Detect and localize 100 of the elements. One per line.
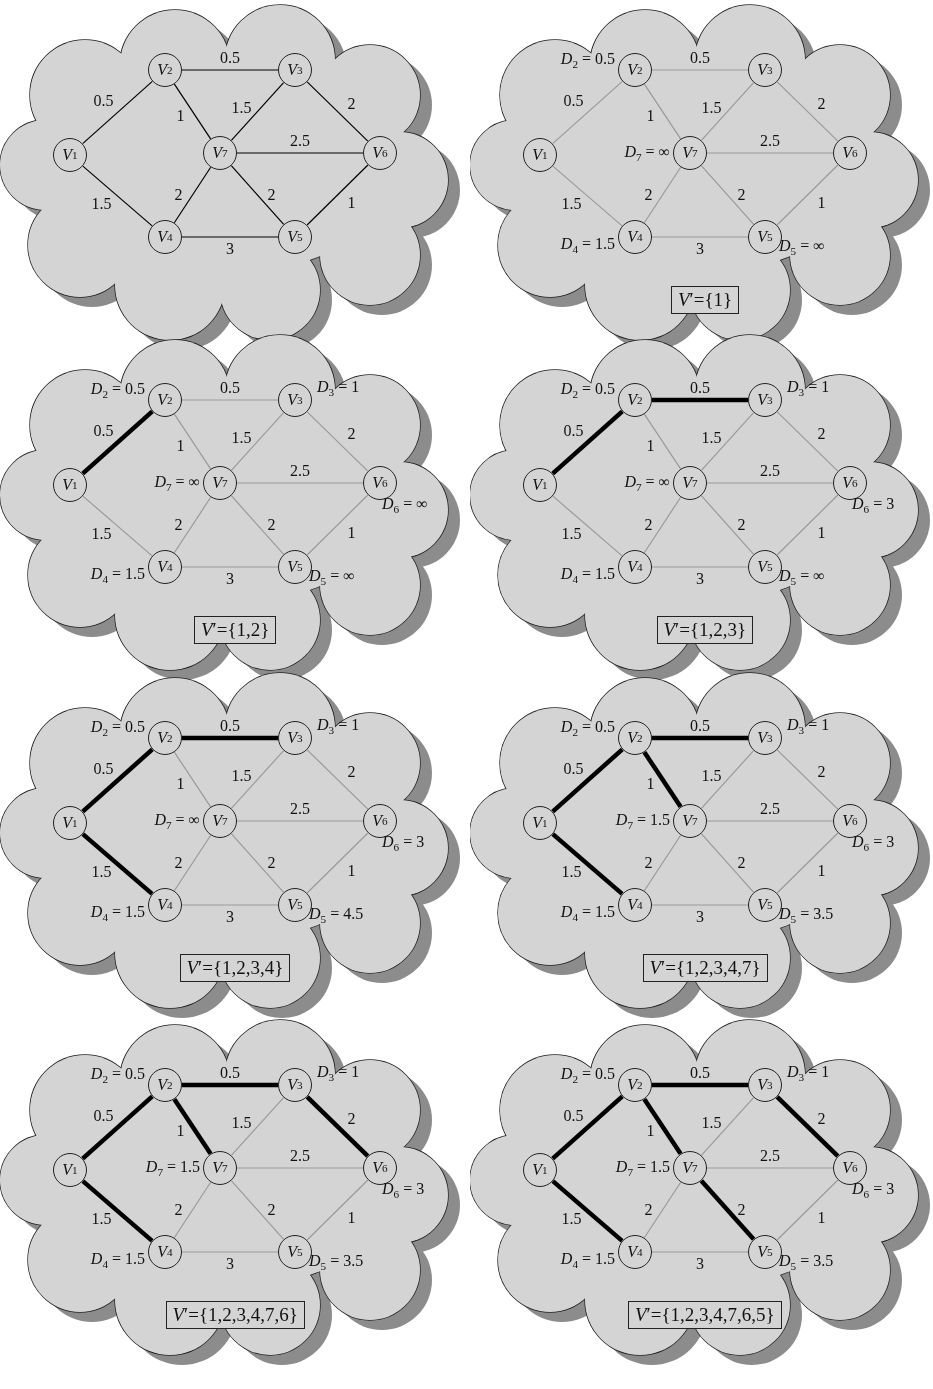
weight-label: 3 xyxy=(696,908,704,926)
edge-line xyxy=(642,1097,683,1156)
distance-label: D$_{7}$ = 1.5 xyxy=(145,1157,200,1179)
weight-label: 1 xyxy=(176,436,185,455)
edge-line xyxy=(81,1179,154,1243)
weight-label: 2.5 xyxy=(760,462,780,480)
edge-line xyxy=(182,1082,278,1088)
distance-label: D$_{7}$ = ∞ xyxy=(154,472,200,494)
distance-label: D$_{5}$ = 3.5 xyxy=(779,904,834,926)
distance-label: D$_{3}$ = 1 xyxy=(787,715,830,737)
weight-label: 1.5 xyxy=(561,195,582,213)
distance-label: D$_{5}$ = ∞ xyxy=(779,566,825,588)
weight-label: 0.5 xyxy=(563,91,584,110)
edge-line xyxy=(551,1179,624,1243)
weight-label: 2 xyxy=(644,1201,653,1219)
edge-line xyxy=(173,413,212,470)
edge-line xyxy=(306,81,369,142)
edge-line xyxy=(643,1181,682,1239)
weight-label: 1 xyxy=(646,436,655,455)
edge-line xyxy=(776,1179,839,1241)
weight-label: 0.5 xyxy=(93,1106,114,1125)
weight-label: 1.5 xyxy=(561,863,582,881)
weight-label: 3 xyxy=(696,570,704,588)
weight-label: 2 xyxy=(347,424,356,443)
edge-line xyxy=(652,397,748,403)
weight-label: 0.5 xyxy=(563,421,584,440)
set-label-box: V′={1,2,3,4,7} xyxy=(642,954,768,982)
weight-label: 0.5 xyxy=(93,421,114,440)
weight-label: 2.5 xyxy=(760,800,780,818)
weight-label: 1.5 xyxy=(231,766,252,785)
edge-line xyxy=(81,832,154,896)
weight-label: 0.5 xyxy=(690,1064,710,1082)
weight-label: 1.5 xyxy=(91,195,112,213)
edge-line xyxy=(230,833,285,893)
distance-label: D$_{3}$ = 1 xyxy=(317,377,360,399)
weight-label: 1.5 xyxy=(91,525,112,543)
weight-label: 0.5 xyxy=(220,1064,240,1082)
edge-line xyxy=(172,1097,213,1156)
edge-line xyxy=(306,749,369,810)
weight-label: 2 xyxy=(267,1201,276,1219)
weight-label: 2 xyxy=(737,186,746,204)
weight-label: 2 xyxy=(174,854,183,872)
edge-line xyxy=(700,1097,755,1156)
edge-line xyxy=(230,750,285,809)
weight-label: 2 xyxy=(174,1201,183,1219)
edge-line xyxy=(306,1179,369,1241)
edge-line xyxy=(776,494,839,556)
edge-line xyxy=(700,750,755,809)
edge-line xyxy=(700,82,755,141)
edge-line xyxy=(305,1095,370,1158)
weight-label: 2 xyxy=(817,94,826,113)
distance-label: D$_{5}$ = ∞ xyxy=(779,236,825,258)
weight-label: 2 xyxy=(737,854,746,872)
edge-line xyxy=(306,411,369,472)
distance-label: D$_{2}$ = 0.5 xyxy=(560,379,615,401)
distance-label: D$_{2}$ = 0.5 xyxy=(560,1064,615,1086)
weight-label: 0.5 xyxy=(93,91,114,110)
distance-label: D$_{4}$ = 1.5 xyxy=(90,902,145,924)
weight-label: 3 xyxy=(696,1255,704,1273)
edge-line xyxy=(643,166,682,224)
weight-label: 2.5 xyxy=(760,1147,780,1165)
distance-label: D$_{5}$ = 4.5 xyxy=(309,904,364,926)
weight-label: 1.5 xyxy=(231,1113,252,1132)
weight-label: 2.5 xyxy=(290,132,310,150)
edge-line xyxy=(700,495,755,555)
weight-label: 2 xyxy=(347,762,356,781)
weight-label: 2.5 xyxy=(290,800,310,818)
weight-label: 1.5 xyxy=(701,1113,722,1132)
edge-line xyxy=(643,83,682,140)
weight-label: 2 xyxy=(644,186,653,204)
distance-label: D$_{7}$ = ∞ xyxy=(624,472,670,494)
weight-label: 1 xyxy=(817,524,826,542)
distance-label: D$_{7}$ = ∞ xyxy=(624,142,670,164)
weight-label: 1 xyxy=(646,106,655,125)
weight-label: 3 xyxy=(226,1255,234,1273)
weight-label: 0.5 xyxy=(93,759,114,778)
distance-label: D$_{5}$ = 3.5 xyxy=(779,1251,834,1273)
weight-label: 2 xyxy=(267,186,276,204)
edge-line xyxy=(700,833,755,893)
edge-line xyxy=(306,164,369,226)
edge-line xyxy=(306,494,369,556)
edge-line xyxy=(81,1094,154,1161)
edge-line xyxy=(551,1094,624,1161)
edge-line xyxy=(81,747,154,814)
weight-label: 1.5 xyxy=(231,428,252,447)
weight-label: 1.5 xyxy=(561,1210,582,1228)
edge-line xyxy=(700,412,755,471)
edge-line xyxy=(181,236,279,238)
distance-label: D$_{5}$ = 3.5 xyxy=(309,1251,364,1273)
edge-line xyxy=(181,69,279,71)
edge-line xyxy=(700,165,755,225)
weight-label: 0.5 xyxy=(563,1106,584,1125)
distance-label: D$_{3}$ = 1 xyxy=(787,1062,830,1084)
set-label-box: V′={1} xyxy=(671,286,740,314)
weight-label: 1 xyxy=(176,774,185,793)
distance-label: D$_{3}$ = 1 xyxy=(787,377,830,399)
edge-line xyxy=(173,83,212,140)
weight-label: 2 xyxy=(267,516,276,534)
weight-label: 2.5 xyxy=(290,462,310,480)
weight-label: 0.5 xyxy=(690,379,710,397)
